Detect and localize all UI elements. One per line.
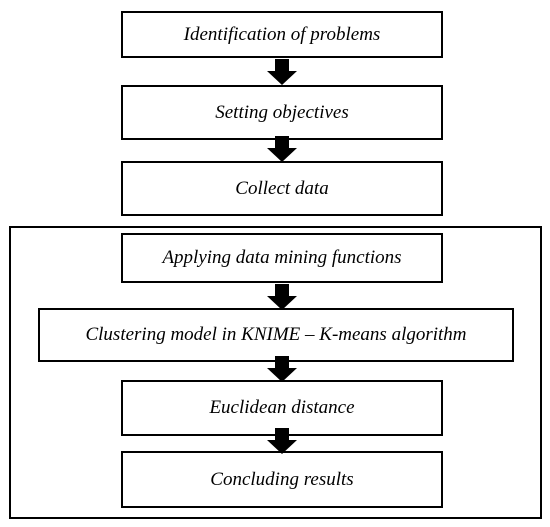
step-setting-objectives: Setting objectives [121,85,443,140]
arrow-down-icon [266,284,298,310]
step-concluding-results: Concluding results [121,451,443,508]
data-mining-group [9,226,542,519]
step-collect-data: Collect data [121,161,443,216]
step-identification-of-problems: Identification of problems [121,11,443,58]
step-applying-data-mining-functions: Applying data mining functions [121,233,443,283]
arrow-down-icon [266,428,298,454]
step-clustering-model-knime: Clustering model in KNIME – K-means algo… [38,308,514,362]
arrow-down-icon [266,356,298,382]
arrow-down-icon [266,59,298,85]
arrow-down-icon [266,136,298,162]
